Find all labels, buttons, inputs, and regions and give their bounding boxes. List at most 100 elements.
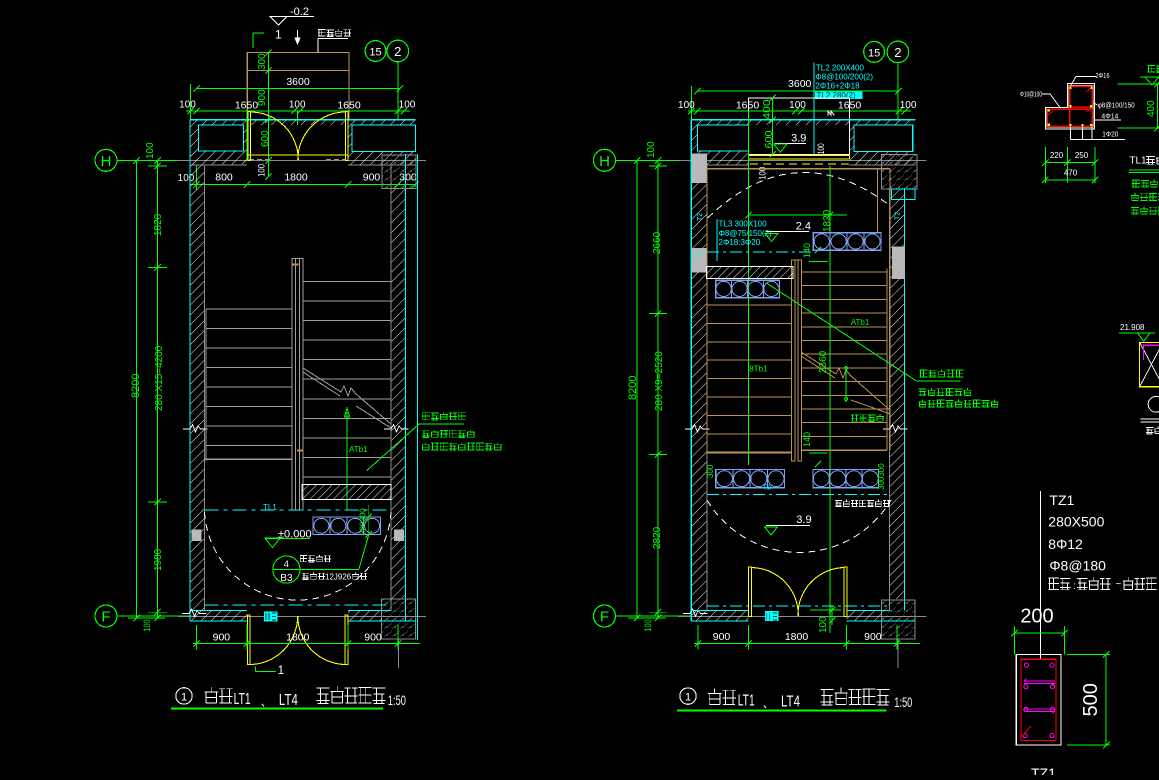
svg-text:300300: 300300	[877, 463, 886, 490]
svg-text:1: 1	[278, 663, 285, 677]
svg-text:100: 100	[678, 100, 695, 111]
svg-text:F: F	[101, 609, 110, 626]
svg-text:8200: 8200	[627, 376, 639, 400]
svg-text:1820: 1820	[822, 209, 833, 232]
svg-text:2: 2	[394, 44, 401, 59]
svg-text:1: 1	[275, 28, 282, 42]
svg-text:~: ~	[1116, 579, 1122, 590]
svg-text:1:50: 1:50	[894, 694, 912, 710]
svg-text:3600: 3600	[788, 78, 812, 90]
svg-text:-0.2: -0.2	[290, 6, 309, 18]
svg-text:Tb: Tb	[763, 485, 771, 492]
svg-text:600: 600	[260, 130, 271, 147]
svg-text:220: 220	[1050, 151, 1064, 160]
svg-text:900: 900	[364, 631, 382, 643]
svg-text:、: 、	[763, 697, 773, 711]
svg-text:4: 4	[284, 559, 289, 569]
svg-text:LT4: LT4	[279, 692, 298, 709]
svg-text:TL3 300X100: TL3 300X100	[719, 220, 768, 229]
svg-text:2660: 2660	[652, 231, 663, 254]
svg-text:8Tb1: 8Tb1	[749, 365, 768, 374]
svg-text:300: 300	[706, 464, 715, 478]
svg-text:T2: T2	[895, 212, 902, 220]
svg-text:1: 1	[685, 692, 691, 704]
svg-text:100: 100	[789, 100, 806, 111]
svg-text:100: 100	[758, 167, 769, 180]
svg-text:T1: T1	[697, 250, 704, 258]
svg-text:2: 2	[894, 45, 901, 60]
svg-text:100: 100	[178, 173, 195, 184]
svg-text:900: 900	[213, 631, 231, 643]
svg-text:2Φ18:3Φ20: 2Φ18:3Φ20	[719, 238, 761, 247]
svg-text:100: 100	[900, 100, 917, 111]
svg-text:LT4: LT4	[781, 694, 800, 711]
svg-text:100: 100	[179, 100, 196, 111]
svg-text:200: 200	[1020, 606, 1053, 628]
svg-text:TL1: TL1	[1129, 156, 1147, 167]
svg-text:500: 500	[1080, 683, 1102, 716]
svg-text:4Φ14: 4Φ14	[1101, 112, 1118, 121]
svg-text:100: 100	[816, 143, 826, 154]
svg-text:1650: 1650	[337, 99, 361, 111]
svg-text:100: 100	[145, 142, 156, 159]
svg-text:100: 100	[646, 141, 657, 158]
svg-text:φ8@100/150: φ8@100/150	[1098, 101, 1135, 110]
svg-text:3600: 3600	[286, 76, 310, 88]
svg-text:900: 900	[257, 89, 268, 106]
svg-text:15: 15	[868, 47, 880, 59]
svg-text:T2: T2	[697, 213, 704, 221]
svg-text:3.9: 3.9	[791, 132, 806, 144]
svg-text:1650: 1650	[235, 99, 259, 111]
svg-text:100: 100	[643, 620, 654, 632]
svg-text:8200: 8200	[130, 374, 142, 398]
svg-text:470: 470	[1064, 168, 1078, 177]
svg-text:21.908: 21.908	[1120, 323, 1145, 332]
svg-text:1650: 1650	[736, 100, 760, 112]
svg-text:900: 900	[363, 172, 381, 184]
svg-text:ATb1: ATb1	[851, 318, 870, 327]
svg-text:1800: 1800	[284, 172, 308, 184]
svg-text:ATb1: ATb1	[349, 445, 368, 454]
svg-text:±0.000: ±0.000	[278, 529, 312, 541]
svg-text:Φ8@100/200(2): Φ8@100/200(2)	[815, 72, 873, 81]
svg-text:B3: B3	[280, 573, 293, 584]
svg-text:1800: 1800	[286, 631, 310, 643]
svg-text:3.9: 3.9	[796, 514, 811, 526]
svg-text:100: 100	[818, 616, 829, 633]
svg-text:12J926: 12J926	[325, 573, 352, 582]
svg-text:TL2 200X400: TL2 200X400	[816, 64, 865, 73]
svg-text:280 X9=2520: 280 X9=2520	[654, 351, 665, 411]
svg-text:Φ8@75/150(2): Φ8@75/150(2)	[719, 229, 773, 238]
svg-text:100: 100	[289, 100, 306, 111]
svg-text:900: 900	[864, 631, 882, 643]
svg-text:1:50: 1:50	[388, 692, 406, 708]
svg-text:1: 1	[181, 691, 187, 703]
svg-text:250: 250	[1075, 151, 1089, 160]
svg-text:280 X15=4200: 280 X15=4200	[154, 345, 165, 411]
svg-text:TL1: TL1	[263, 503, 277, 512]
svg-text:2Φ16+2Φ18: 2Φ16+2Φ18	[815, 82, 860, 91]
svg-text:400: 400	[762, 99, 773, 120]
svg-text:H: H	[101, 153, 112, 170]
svg-text:8Φ12: 8Φ12	[1048, 536, 1083, 552]
svg-text:2.4: 2.4	[796, 220, 811, 232]
svg-text:1800: 1800	[785, 631, 809, 643]
svg-text::: :	[1073, 581, 1076, 592]
svg-text:1820: 1820	[153, 213, 164, 236]
svg-text:TZ1: TZ1	[1049, 492, 1074, 508]
svg-text:600: 600	[764, 130, 775, 148]
svg-text:TL2 280(2): TL2 280(2)	[817, 91, 856, 100]
svg-text:800: 800	[215, 172, 233, 184]
svg-text:100: 100	[142, 620, 153, 632]
svg-text:140: 140	[802, 243, 812, 258]
svg-text:15: 15	[369, 47, 381, 59]
svg-text:Φ10@100: Φ10@100	[1020, 90, 1042, 99]
svg-text:2Φ16: 2Φ16	[1096, 71, 1110, 80]
svg-text:H: H	[599, 153, 610, 170]
svg-text:900: 900	[713, 631, 731, 643]
svg-text:Φ8@180: Φ8@180	[1049, 558, 1106, 574]
svg-text:LT1: LT1	[234, 691, 251, 708]
svg-text:、: 、	[261, 695, 271, 709]
svg-text:100: 100	[257, 164, 268, 177]
svg-text:1Φ20: 1Φ20	[1102, 130, 1118, 139]
